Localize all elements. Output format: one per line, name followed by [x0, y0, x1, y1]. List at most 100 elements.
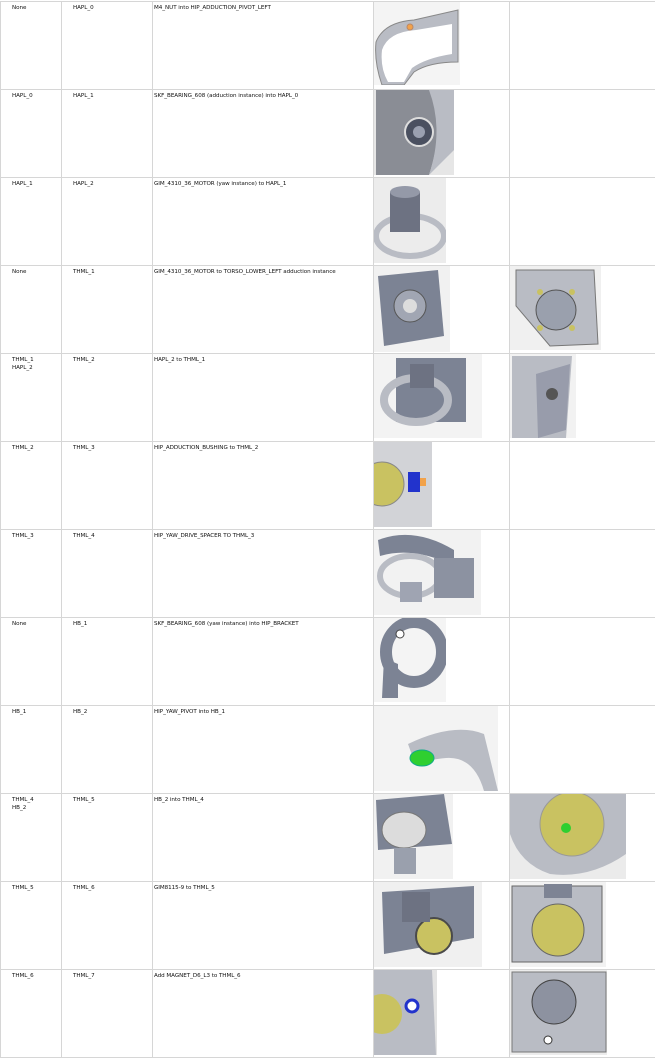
pivot-into-hb1-view: [374, 706, 498, 791]
image-cell-secondary: [510, 442, 655, 530]
parent-id: None: [12, 620, 61, 628]
parent-cell: None: [1, 618, 62, 706]
parent-cell: HB_1: [1, 706, 62, 794]
parent-cell: None: [1, 2, 62, 90]
parent-id: THML_4: [12, 796, 61, 804]
step-description: SKF_BEARING_608 (adduction instance) int…: [153, 90, 374, 178]
child-id: THML_4: [62, 530, 153, 618]
spacer-to-thml3-view: [374, 530, 481, 615]
image-cell-secondary: [510, 970, 655, 1058]
parent-id: None: [12, 268, 61, 276]
image-cell-secondary: [510, 706, 655, 794]
image-cell-primary: [374, 2, 510, 90]
child-id: HAPL_0: [62, 2, 153, 90]
image-cell-primary: [374, 618, 510, 706]
image-cell-primary: [374, 178, 510, 266]
step-description: SKF_BEARING_608 (yaw instance) into HIP_…: [153, 618, 374, 706]
magnet-to-thml6-back-view: [510, 970, 607, 1055]
step-description: M4_NUT into HIP_ADDUCTION_PIVOT_LEFT: [153, 2, 374, 90]
image-cell-secondary: [510, 618, 655, 706]
child-id: THML_7: [62, 970, 153, 1058]
step-description: HAPL_2 to THML_1: [153, 354, 374, 442]
hapl2-to-thml1-view: [374, 354, 482, 438]
image-cell-secondary: [510, 530, 655, 618]
parent-id: None: [12, 4, 61, 12]
parent-id: HAPL_2: [12, 364, 61, 372]
child-id: THML_6: [62, 882, 153, 970]
parent-id: HAPL_0: [12, 92, 61, 100]
motor-to-torso-rear-view: [510, 266, 601, 350]
parent-id: THML_3: [12, 532, 61, 540]
image-cell-secondary: [510, 266, 655, 354]
parent-cell: THML_5: [1, 882, 62, 970]
image-cell-secondary: [510, 794, 655, 882]
child-id: HAPL_2: [62, 178, 153, 266]
parent-id: HAPL_1: [12, 180, 61, 188]
parent-cell: None: [1, 266, 62, 354]
image-cell-secondary: [510, 2, 655, 90]
image-cell-primary: [374, 442, 510, 530]
parent-cell: THML_2: [1, 442, 62, 530]
child-id: HB_1: [62, 618, 153, 706]
child-id: THML_1: [62, 266, 153, 354]
image-cell-secondary: [510, 354, 655, 442]
image-cell-primary: [374, 706, 510, 794]
child-id: HB_2: [62, 706, 153, 794]
bearing-into-bracket-view: [374, 618, 446, 702]
parent-cell: THML_6: [1, 970, 62, 1058]
step-description: GIM8115-9 to THML_5: [153, 882, 374, 970]
parent-cell: HAPL_1: [1, 178, 62, 266]
step-description: HIP_YAW_PIVOT into HB_1: [153, 706, 374, 794]
parent-id: THML_6: [12, 972, 61, 980]
parent-id: HB_1: [12, 708, 61, 716]
image-cell-primary: [374, 354, 510, 442]
gim8115-to-thml5-view: [374, 882, 482, 967]
bushing-to-thml2-view: [374, 442, 432, 527]
gim8115-to-thml5-front-view: [510, 882, 606, 967]
bearing-into-hapl0-view: [374, 90, 454, 175]
image-cell-primary: [374, 266, 510, 354]
image-cell-primary: [374, 882, 510, 970]
image-cell-primary: [374, 530, 510, 618]
image-cell-primary: [374, 90, 510, 178]
step-description: HIP_ADDUCTION_BUSHING to THML_2: [153, 442, 374, 530]
hb2-into-thml4-top-view: [510, 794, 626, 879]
nut-into-pivot-view: [374, 2, 460, 85]
parent-id: THML_2: [12, 444, 61, 452]
step-description: HB_2 into THML_4: [153, 794, 374, 882]
magnet-to-thml6-view: [374, 970, 437, 1055]
child-id: HAPL_1: [62, 90, 153, 178]
step-description: GIM_4310_36_MOTOR (yaw instance) to HAPL…: [153, 178, 374, 266]
parent-id: HB_2: [12, 804, 61, 812]
image-cell-primary: [374, 970, 510, 1058]
image-cell-secondary: [510, 178, 655, 266]
image-cell-secondary: [510, 882, 655, 970]
parent-cell: HAPL_0: [1, 90, 62, 178]
step-description: Add MAGNET_D6_L3 to THML_6: [153, 970, 374, 1058]
child-id: THML_5: [62, 794, 153, 882]
image-cell-secondary: [510, 90, 655, 178]
parent-id: THML_5: [12, 884, 61, 892]
child-id: THML_2: [62, 354, 153, 442]
step-description: HIP_YAW_DRIVE_SPACER TO THML_3: [153, 530, 374, 618]
motor-to-torso-view: [374, 266, 450, 352]
child-id: THML_3: [62, 442, 153, 530]
hapl2-to-thml1-side-view: [510, 354, 576, 438]
image-cell-primary: [374, 794, 510, 882]
